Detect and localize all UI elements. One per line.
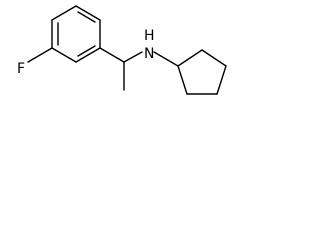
ring-double-bond-1 xyxy=(77,11,96,23)
fluorine-label: F xyxy=(17,61,25,77)
ring-bond-3 xyxy=(75,47,101,63)
ch-n-bond xyxy=(123,51,143,63)
cyclopentane-bond-1 xyxy=(177,49,203,67)
ring-bond-1 xyxy=(75,5,101,21)
ring-bond-4 xyxy=(51,47,77,63)
amine-hydrogen-label: H xyxy=(144,28,155,44)
n-cyclopentyl-bond xyxy=(153,51,179,67)
ring-double-bond-2 xyxy=(77,45,96,57)
cyclopentane-bond-2 xyxy=(201,49,227,67)
cf-bond xyxy=(27,47,53,63)
cyclopentane-bond-3 xyxy=(216,65,227,95)
ring-bond-6 xyxy=(51,5,77,21)
structural-formula: F H N xyxy=(17,5,227,95)
amine-nitrogen-label: N xyxy=(144,46,154,62)
cyclopentane-bond-5 xyxy=(177,65,188,95)
ring-ch-bond xyxy=(99,47,125,63)
